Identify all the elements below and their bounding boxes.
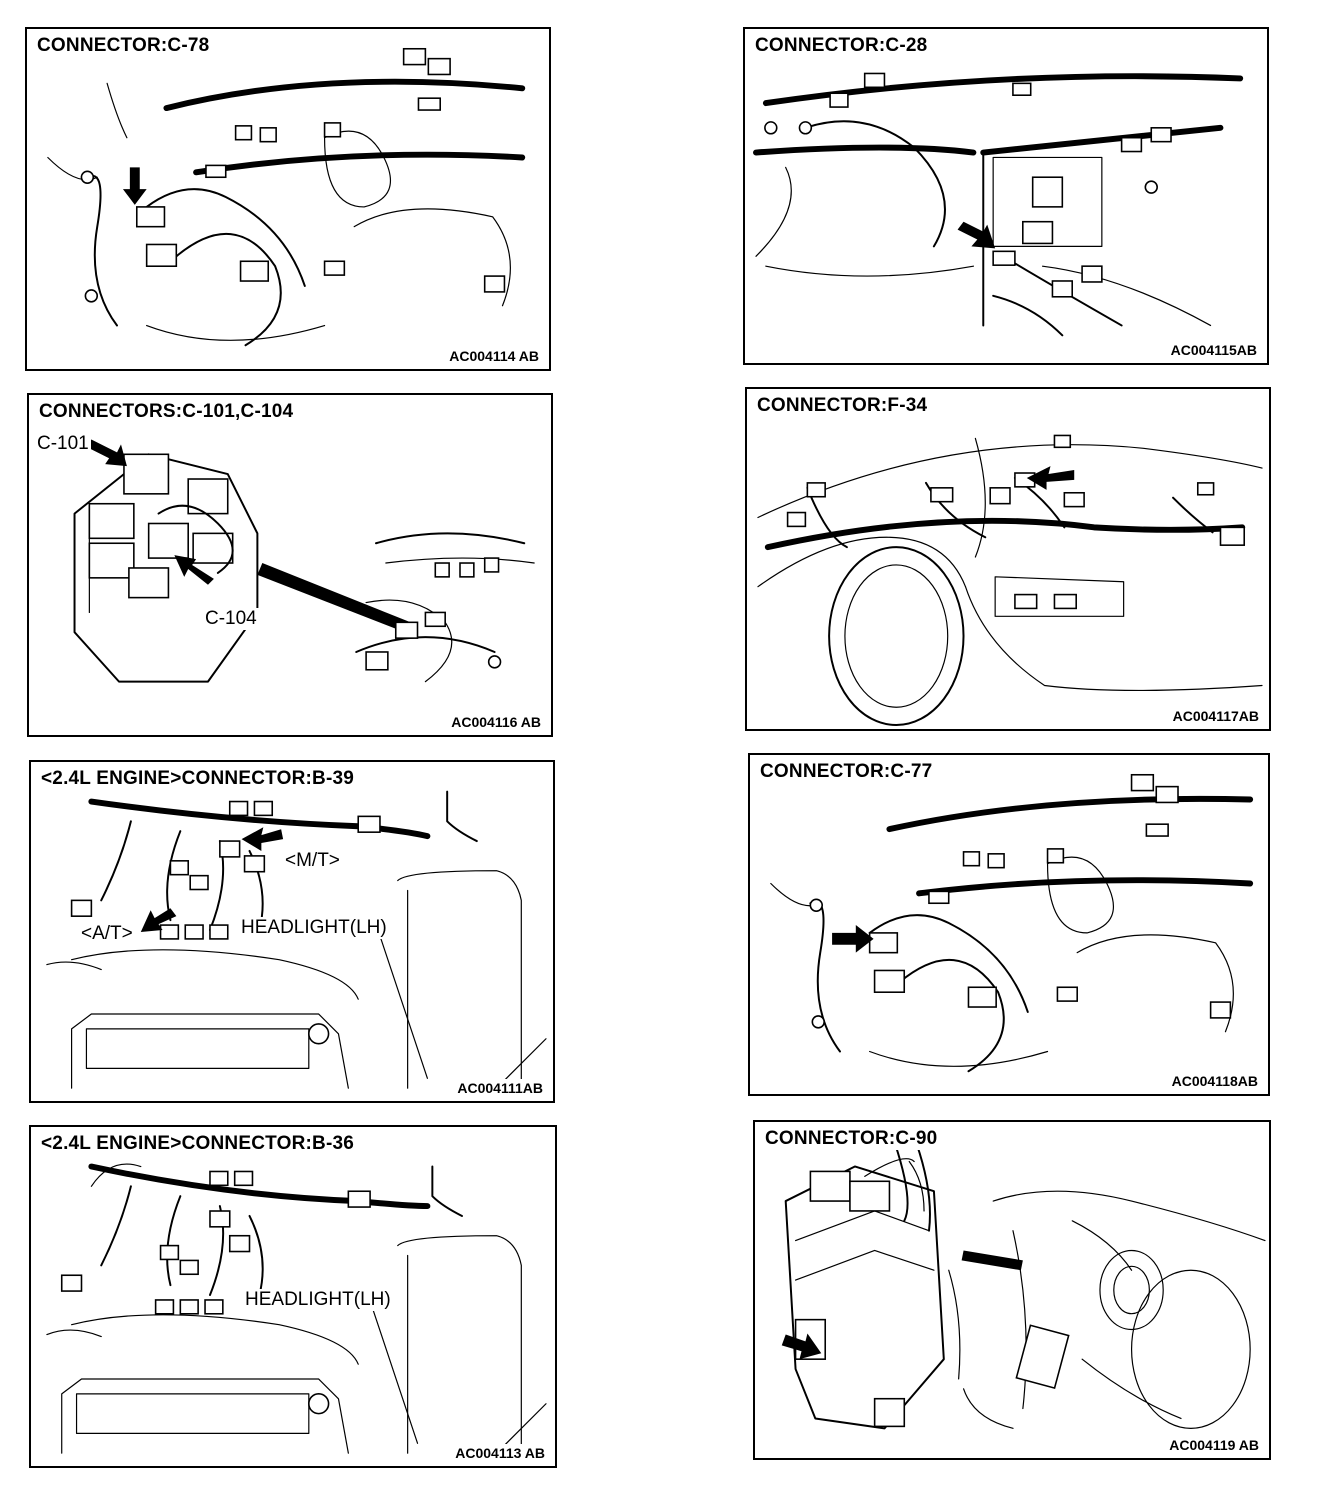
diagram-panel-c90: CONNECTOR:C-90 AC004119 AB (753, 1120, 1271, 1460)
figure-code: AC004111AB (455, 1079, 545, 1097)
wiring-illustration (753, 72, 1244, 337)
wiring-illustration (46, 790, 547, 1089)
callout-c104: C-104 (203, 608, 259, 630)
diagram-panel-c78: CONNECTOR:C-78 AC004114 AB (25, 27, 551, 371)
diagram-panel-f34: CONNECTOR:F-34 AC004117AB (745, 387, 1271, 731)
figure-code: AC004116 AB (449, 713, 543, 731)
figure-code: AC004114 AB (447, 347, 541, 365)
wiring-illustration (47, 47, 526, 347)
wiring-illustration (757, 434, 1263, 727)
diagram-panel-c77: CONNECTOR:C-77 AC004118AB (748, 753, 1270, 1096)
panel-title: CONNECTOR:C-28 (753, 35, 930, 57)
diagram-panel-b36: <2.4L ENGINE>CONNECTOR:B-36 HEADLIGHT(LH… (29, 1125, 557, 1468)
panel-title: CONNECTOR:C-77 (758, 761, 935, 783)
figure-code: AC004119 AB (1167, 1436, 1261, 1454)
diagram-panel-c101-c104: CONNECTORS:C-101,C-104 C-101 C-104 AC004… (27, 393, 553, 737)
panel-title: CONNECTORS:C-101,C-104 (37, 401, 296, 423)
panel-title: CONNECTOR:C-90 (763, 1128, 940, 1150)
panel-title: <2.4L ENGINE>CONNECTOR:B-36 (39, 1133, 356, 1155)
diagram-panel-c28: CONNECTOR:C-28 AC004115AB (743, 27, 1269, 365)
callout-headlight: HEADLIGHT(LH) (243, 1289, 393, 1311)
figure-code: AC004115AB (1168, 341, 1259, 359)
wiring-illustration (781, 1135, 1266, 1430)
panel-title: <2.4L ENGINE>CONNECTOR:B-39 (39, 768, 356, 790)
wiring-illustration (770, 773, 1254, 1073)
panel-title: CONNECTOR:C-78 (35, 35, 212, 57)
figure-code: AC004117AB (1170, 707, 1261, 725)
diagram-panel-b39: <2.4L ENGINE>CONNECTOR:B-39 <M/T> <A/T> … (29, 760, 555, 1103)
callout-c101: C-101 (35, 433, 91, 455)
callout-mt: <M/T> (283, 850, 342, 872)
figure-code: AC004118AB (1169, 1072, 1260, 1090)
panel-title: CONNECTOR:F-34 (755, 395, 930, 417)
figure-code: AC004113 AB (453, 1444, 547, 1462)
wiring-illustration (73, 439, 535, 683)
callout-headlight: HEADLIGHT(LH) (239, 917, 389, 939)
callout-at: <A/T> (79, 923, 135, 945)
